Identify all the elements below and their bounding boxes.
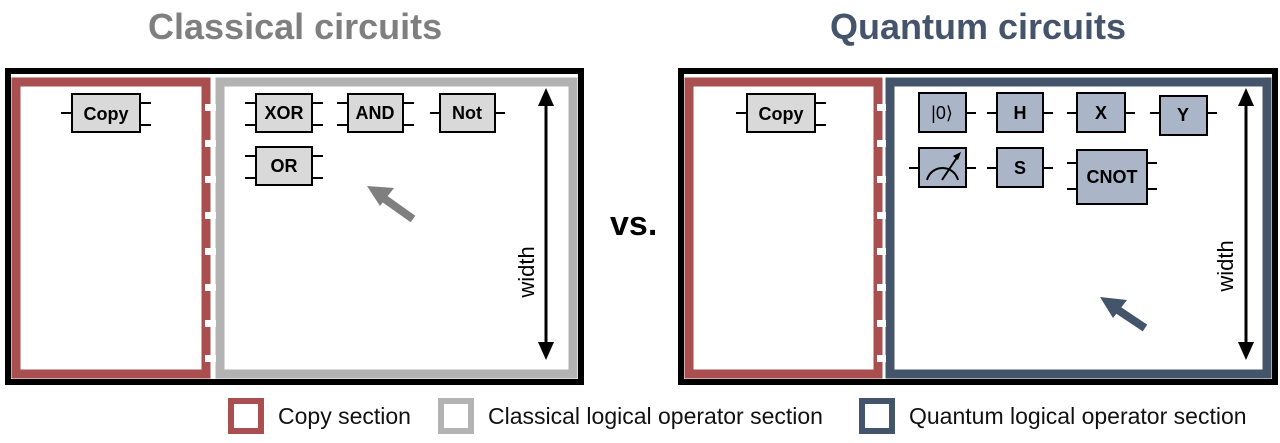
classical-width-label: width <box>514 246 539 298</box>
meter-icon <box>909 147 976 188</box>
legend-copy-section: Copy section <box>228 398 411 434</box>
legend-quantum-section: Quantum logical operator section <box>859 398 1247 434</box>
and-gate-label: AND <box>356 103 395 123</box>
or-gate-label: OR <box>271 156 298 176</box>
y-gate: Y <box>1150 95 1217 136</box>
quantum-copy-gate-label: Copy <box>759 104 804 124</box>
legend-swatch-quantum <box>859 398 895 434</box>
legend-swatch-classical <box>438 398 474 434</box>
cnot-gate: CNOT <box>1067 149 1157 205</box>
not-gate: Not <box>430 93 505 133</box>
quantum-copy-gate: Copy <box>736 93 826 133</box>
quantum-arrow-icon <box>1100 297 1148 332</box>
vs-label: vs. <box>610 205 658 243</box>
classical-arrow-icon <box>367 186 416 223</box>
s-gate: S <box>987 147 1053 188</box>
xor-gate-label: XOR <box>264 103 303 123</box>
classical-wire-connectors <box>205 104 216 362</box>
h-gate-label: H <box>1014 103 1027 123</box>
quantum-circuit-panel: Copy |0⟩ H X Y <box>678 68 1278 385</box>
quantum-width-label: width <box>1213 240 1238 292</box>
h-gate: H <box>987 92 1053 133</box>
legend-swatch-copy <box>228 398 264 434</box>
legend-label-copy: Copy section <box>278 402 411 429</box>
quantum-width-arrow: width <box>1213 88 1254 360</box>
y-gate-label: Y <box>1177 105 1189 125</box>
classical-title: Classical circuits <box>148 6 443 47</box>
classical-width-arrow: width <box>514 88 554 360</box>
classical-copy-gate-label: Copy <box>84 104 129 124</box>
legend-classical-section: Classical logical operator section <box>438 398 823 434</box>
or-gate: OR <box>245 146 323 186</box>
s-gate-label: S <box>1014 158 1026 178</box>
quantum-wire-connectors <box>877 104 886 362</box>
legend-label-classical: Classical logical operator section <box>488 402 823 429</box>
x-gate: X <box>1067 92 1135 133</box>
xor-gate: XOR <box>245 93 323 133</box>
not-gate-label: Not <box>452 103 482 123</box>
quantum-title: Quantum circuits <box>830 6 1127 47</box>
classical-circuit-panel: Copy XOR AND Not <box>5 68 584 385</box>
ket-zero-gate-label: |0⟩ <box>931 103 953 123</box>
circuit-diagram: Copy XOR AND Not <box>5 68 1278 385</box>
and-gate: AND <box>337 93 414 133</box>
cnot-gate-label: CNOT <box>1087 167 1138 187</box>
classical-copy-gate: Copy <box>61 93 151 133</box>
x-gate-label: X <box>1095 103 1107 123</box>
ket-zero-gate: |0⟩ <box>918 92 976 133</box>
legend-label-quantum: Quantum logical operator section <box>909 402 1247 429</box>
